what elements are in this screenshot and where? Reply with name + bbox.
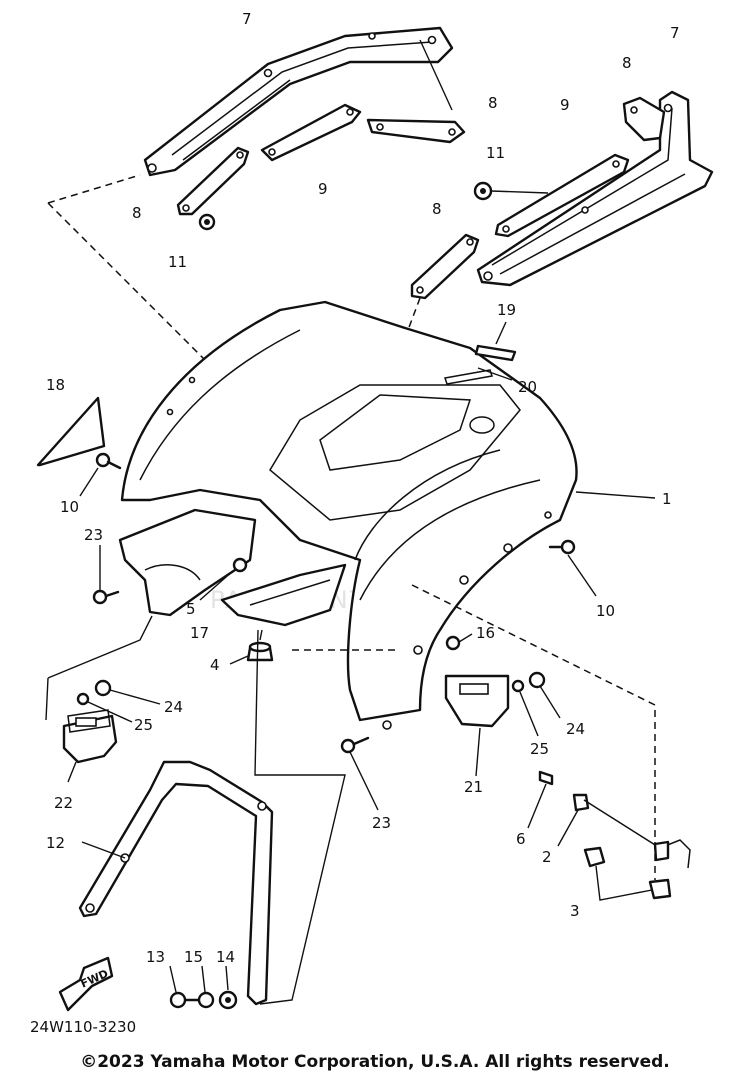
label-19 (474, 344, 517, 362)
plate-right-8a (622, 96, 666, 142)
callout-7-right: 7 (670, 24, 680, 42)
callout-labels: 7 7 8 8 8 8 9 9 11 11 19 20 18 1 10 10 2… (46, 10, 680, 966)
callout-11-left: 11 (168, 253, 187, 271)
callout-6: 6 (516, 830, 526, 848)
callout-23-left: 23 (84, 526, 103, 544)
callout-13: 13 (146, 948, 165, 966)
collar-16 (445, 635, 461, 651)
nut-right-11 (473, 181, 493, 201)
nut-left-11 (198, 213, 216, 231)
callout-8-right: 8 (432, 200, 442, 218)
callout-10-left: 10 (60, 498, 79, 516)
rear-fender (120, 300, 578, 730)
washer-15 (197, 991, 215, 1009)
grommet-4 (246, 641, 274, 662)
callout-16: 16 (476, 624, 495, 642)
callout-12: 12 (46, 834, 65, 852)
stay-left-9 (260, 103, 362, 162)
cover-21 (444, 674, 510, 728)
callout-24-left: 24 (164, 698, 183, 716)
washer-25-left (76, 692, 90, 706)
callout-19: 19 (497, 301, 516, 319)
callout-17: 17 (190, 624, 209, 642)
callout-5: 5 (186, 600, 196, 618)
callout-14: 14 (216, 948, 235, 966)
bracket-left (143, 26, 454, 177)
callout-9-left: 9 (318, 180, 328, 198)
callout-1: 1 (662, 490, 672, 508)
callout-2: 2 (542, 848, 552, 866)
plate-right-8b (410, 233, 480, 300)
washer-25-right (511, 679, 525, 693)
fwd-arrow-icon: FWD (58, 956, 114, 1012)
label-18 (36, 396, 106, 467)
bolt-10-right (548, 539, 576, 555)
callout-8-top-mid: 8 (488, 94, 498, 112)
callout-15: 15 (184, 948, 203, 966)
callout-25-right: 25 (530, 740, 549, 758)
callout-9-right: 9 (560, 96, 570, 114)
mud-flap (118, 508, 257, 617)
socket-3 (583, 846, 672, 900)
callout-8-left: 8 (132, 204, 142, 222)
screw-6 (538, 770, 554, 786)
plate-left-8b (176, 146, 250, 216)
callout-20: 20 (518, 378, 537, 396)
plate-left-8a (366, 118, 466, 144)
nut-14 (218, 990, 238, 1010)
callout-10-right: 10 (596, 602, 615, 620)
nut-24-left (94, 679, 112, 697)
cover-22 (62, 709, 118, 764)
plate-code: 24W110-3230 (30, 1018, 136, 1036)
nut-5 (232, 557, 248, 573)
callout-21: 21 (464, 778, 483, 796)
callout-24-right: 24 (566, 720, 585, 738)
nut-24-right (528, 671, 546, 689)
callout-25-left: 25 (134, 716, 153, 734)
callout-22: 22 (54, 794, 73, 812)
callout-23-bottom: 23 (372, 814, 391, 832)
bolt-23-left (92, 589, 120, 605)
callout-18: 18 (46, 376, 65, 394)
callout-11-right: 11 (486, 144, 505, 162)
copyright-notice: ©2023 Yamaha Motor Corporation, U.S.A. A… (80, 1052, 670, 1072)
bolt-13 (169, 991, 200, 1009)
bolt-23-bottom (340, 736, 370, 754)
callout-4: 4 (210, 656, 220, 674)
stripe-17 (220, 563, 347, 627)
callout-8-top-right: 8 (622, 54, 632, 72)
callout-3: 3 (570, 902, 580, 920)
callout-7-left: 7 (242, 10, 252, 28)
stay-right-9 (494, 153, 630, 238)
bolt-10-left (95, 452, 122, 470)
